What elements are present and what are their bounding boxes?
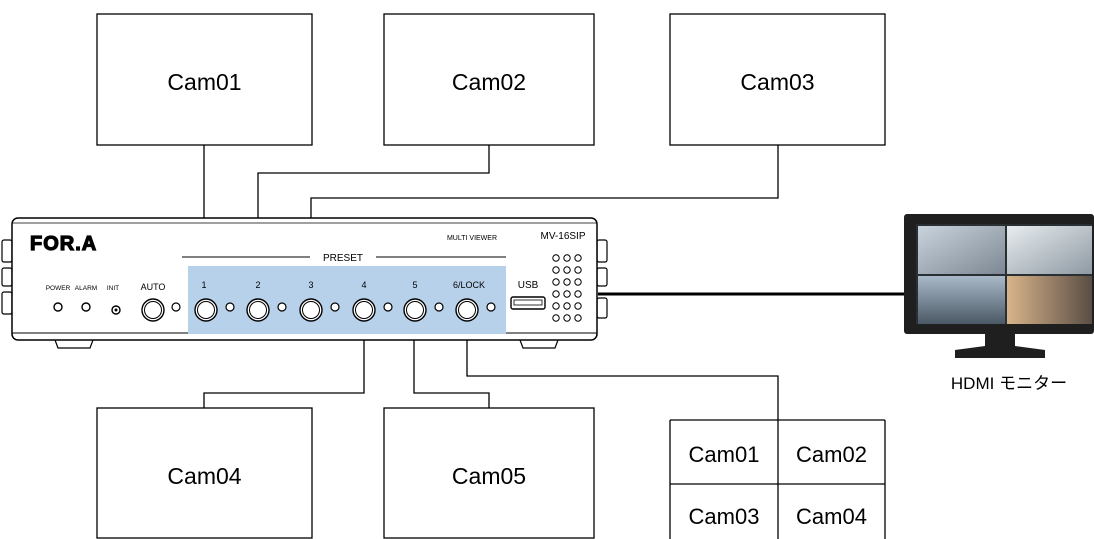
preset-led	[330, 302, 340, 312]
preset-button-3[interactable]: 3	[299, 280, 340, 322]
power-led	[53, 302, 63, 312]
camera-box-cam03: Cam03	[669, 13, 886, 146]
preset-button-2[interactable]: 2	[246, 280, 287, 322]
monitor-screen-tile	[918, 226, 1005, 274]
camera-label: Cam03	[740, 69, 814, 95]
preset-led	[225, 302, 235, 312]
model-label: MV-16SIP	[540, 231, 585, 242]
camera-box-cam04: Cam04	[96, 407, 313, 539]
preset-label: PRESET	[323, 253, 363, 264]
monitor-screen-tile	[918, 276, 1005, 324]
auto-led	[171, 302, 181, 312]
alarm-led	[81, 302, 91, 312]
monitor-screen-tile	[1007, 226, 1092, 274]
init-label: INIT	[107, 285, 119, 292]
cam05-connection	[413, 318, 490, 408]
camera-label: Cam02	[452, 69, 526, 95]
split-view-cell: Cam01	[689, 442, 760, 467]
camera-label: Cam04	[167, 463, 241, 489]
preset-button-5[interactable]: 5	[403, 280, 444, 322]
multiviewer-device: PRESET FOR.A MULTI VIEWER MV-16SIP POWER…	[1, 217, 608, 349]
cam04-connection	[203, 318, 365, 408]
preset-led	[383, 302, 393, 312]
preset-button-1[interactable]: 1	[194, 280, 235, 322]
camera-label: Cam05	[452, 463, 526, 489]
preset-led	[277, 302, 287, 312]
preset-led	[434, 302, 444, 312]
vent-holes	[552, 254, 582, 322]
preset-button-4[interactable]: 4	[352, 280, 393, 322]
split-view-cell: Cam03	[689, 504, 760, 529]
split-view-connection	[466, 318, 779, 420]
monitor-label: HDMI モニター	[951, 374, 1067, 393]
split-view-cell: Cam02	[796, 442, 867, 467]
product-label: MULTI VIEWER	[447, 235, 497, 242]
fora-logo: FOR.A	[30, 233, 97, 255]
preset-button-label: 4	[361, 280, 366, 290]
camera-label: Cam01	[167, 69, 241, 95]
camera-box-cam02: Cam02	[383, 13, 595, 146]
preset-button-label: 5	[412, 280, 417, 290]
usb-port[interactable]	[510, 296, 546, 310]
split-view-cell: Cam04	[796, 504, 867, 529]
preset-led	[486, 302, 496, 312]
preset-panel	[188, 266, 506, 334]
preset-button-label: 1	[201, 280, 206, 290]
power-label: POWER	[46, 285, 71, 292]
split-view-grid	[669, 419, 886, 539]
preset-button-label: 2	[255, 280, 260, 290]
camera-box-cam05: Cam05	[383, 407, 595, 539]
monitor-screen-tile	[1007, 276, 1092, 324]
alarm-label: ALARM	[75, 285, 97, 292]
preset-button-6-lock[interactable]: 6/LOCK	[453, 280, 496, 322]
hdmi-monitor: HDMI モニター	[904, 214, 1094, 393]
preset-button-label: 3	[308, 280, 313, 290]
usb-label: USB	[518, 280, 539, 291]
auto-label: AUTO	[141, 282, 166, 292]
preset-button-label: 6/LOCK	[453, 280, 485, 290]
camera-box-cam01: Cam01	[96, 13, 313, 146]
